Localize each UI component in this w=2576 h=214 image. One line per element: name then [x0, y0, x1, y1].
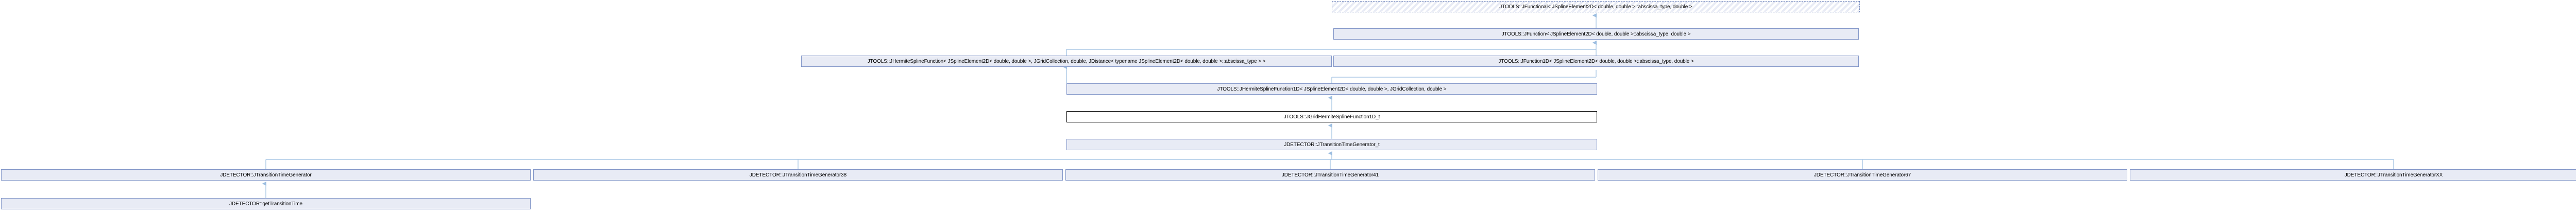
class-node-n9[interactable]: JDETECTOR::JTransitionTimeGenerator41 [1065, 169, 1595, 181]
class-node-n7[interactable]: JDETECTOR::JTransitionTimeGenerator [1, 169, 531, 181]
class-node-n3[interactable]: JTOOLS::JFunction1D< JSplineElement2D< d… [1333, 56, 1859, 67]
class-node-n1[interactable]: JTOOLS::JFunction< JSplineElement2D< dou… [1333, 28, 1859, 40]
class-node-label: JTOOLS::JFunction1D< JSplineElement2D< d… [1498, 58, 1694, 64]
class-node-n2[interactable]: JTOOLS::JHermiteSplineFunction< JSplineE… [801, 56, 1332, 67]
class-node-label: JDETECTOR::JTransitionTimeGeneratorXX [2344, 172, 2443, 178]
class-node-label: JTOOLS::JFunctional< JSplineElement2D< d… [1499, 4, 1692, 10]
class-node-label: JDETECTOR::JTransitionTimeGenerator41 [1281, 172, 1379, 178]
class-node-n10[interactable]: JDETECTOR::JTransitionTimeGenerator67 [1598, 169, 2127, 181]
class-node-n8[interactable]: JDETECTOR::JTransitionTimeGenerator38 [533, 169, 1063, 181]
class-node-n5[interactable]: JTOOLS::JGridHermiteSplineFunction1D_t [1066, 111, 1597, 122]
class-node-label: JDETECTOR::JTransitionTimeGenerator67 [1814, 172, 1911, 178]
class-node-label: JTOOLS::JGridHermiteSplineFunction1D_t [1283, 114, 1380, 120]
class-node-label: JDETECTOR::getTransitionTime [229, 201, 302, 207]
class-node-label: JDETECTOR::JTransitionTimeGenerator_t [1284, 141, 1380, 148]
class-node-label: JTOOLS::JFunction< JSplineElement2D< dou… [1501, 31, 1691, 37]
class-node-label: JDETECTOR::JTransitionTimeGenerator38 [749, 172, 847, 178]
class-node-n11[interactable]: JDETECTOR::JTransitionTimeGeneratorXX [2130, 169, 2576, 181]
class-node-label: JDETECTOR::JTransitionTimeGenerator [220, 172, 312, 178]
class-node-n0[interactable]: JTOOLS::JFunctional< JSplineElement2D< d… [1332, 1, 1860, 12]
class-node-label: JTOOLS::JHermiteSplineFunction1D< JSplin… [1217, 86, 1447, 92]
class-node-n12[interactable]: JDETECTOR::getTransitionTime [1, 198, 531, 209]
class-node-n6[interactable]: JDETECTOR::JTransitionTimeGenerator_t [1066, 139, 1597, 150]
class-node-label: JTOOLS::JHermiteSplineFunction< JSplineE… [867, 58, 1266, 64]
class-node-n4[interactable]: JTOOLS::JHermiteSplineFunction1D< JSplin… [1066, 83, 1597, 95]
